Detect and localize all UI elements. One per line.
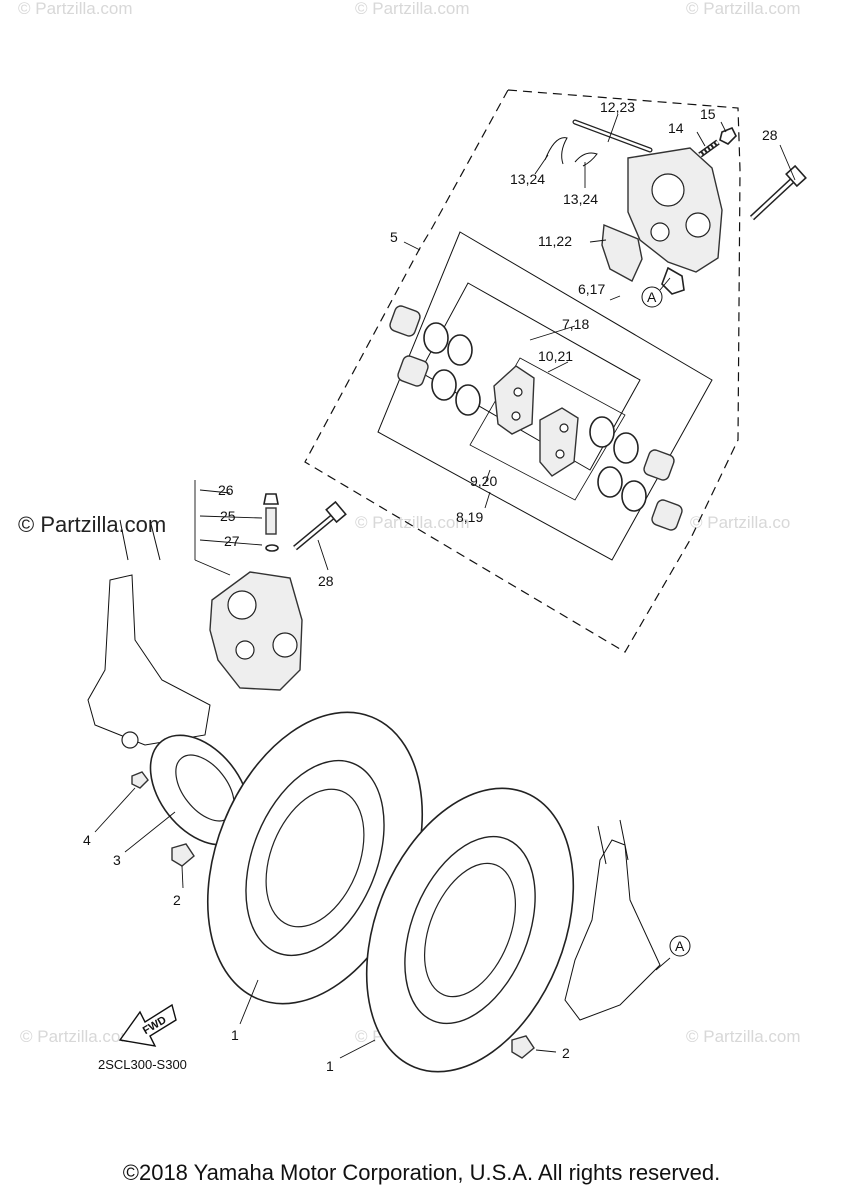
fork-leg bbox=[87, 574, 211, 746]
watermark: © Partzilla.com bbox=[686, 0, 801, 18]
callout-14: 14 bbox=[668, 120, 684, 136]
callout-12-23: 12,23 bbox=[600, 99, 635, 115]
callout-15: 15 bbox=[700, 106, 716, 122]
caliper-bolt bbox=[749, 164, 807, 221]
exploded-view-boundary bbox=[304, 89, 741, 653]
pad-set-box bbox=[469, 357, 626, 501]
callout-7-18: 7,18 bbox=[562, 316, 589, 332]
brake-disc-right bbox=[365, 787, 575, 1073]
bleeder-valve bbox=[265, 507, 277, 535]
pad-spring bbox=[601, 223, 643, 282]
callout-25: 25 bbox=[220, 508, 236, 524]
svg-text:A: A bbox=[675, 938, 685, 954]
caliper-upper bbox=[627, 147, 723, 295]
callout-27: 27 bbox=[224, 533, 240, 549]
bleed-cap bbox=[263, 493, 279, 505]
leader-lines bbox=[94, 113, 796, 1059]
callout-5: 5 bbox=[390, 229, 398, 245]
pin-clip bbox=[574, 152, 598, 167]
copyright-footer: ©2018 Yamaha Motor Corporation, U.S.A. A… bbox=[122, 1160, 721, 1185]
callout-2: 2 bbox=[562, 1045, 570, 1061]
watermark: © Partzilla.com bbox=[18, 0, 133, 18]
watermark: © Partzilla.co bbox=[690, 513, 790, 532]
reference-marker-a: A bbox=[641, 286, 663, 308]
callout-1: 1 bbox=[326, 1058, 334, 1074]
pistons-seals bbox=[389, 305, 683, 531]
watermark: © Partzilla.com bbox=[20, 1027, 135, 1046]
diagram-code: 2SCL300-S300 bbox=[98, 1057, 187, 1072]
disc-bolt bbox=[511, 1035, 535, 1059]
watermark: © Partzilla.com bbox=[355, 513, 470, 532]
rotor-bolt bbox=[131, 771, 149, 789]
callout-2: 2 bbox=[173, 892, 181, 908]
callout-9-20: 9,20 bbox=[470, 473, 497, 489]
caliper-bolt bbox=[293, 500, 347, 551]
callout-10-21: 10,21 bbox=[538, 348, 573, 364]
callout-28: 28 bbox=[318, 573, 334, 589]
bleed-cap bbox=[719, 126, 737, 145]
watermark: © Partzilla.com bbox=[355, 0, 470, 18]
callout-28: 28 bbox=[762, 127, 778, 143]
fork-tube bbox=[119, 519, 161, 561]
pin-clip bbox=[544, 137, 568, 165]
callout-4: 4 bbox=[83, 832, 91, 848]
caliper-pin bbox=[572, 119, 653, 153]
brake-pads bbox=[493, 365, 579, 477]
callout-8-19: 8,19 bbox=[456, 509, 483, 525]
callout-13-24: 13,24 bbox=[510, 171, 545, 187]
caliper-assembled bbox=[209, 571, 303, 691]
washer bbox=[265, 544, 279, 552]
callout-6-17: 6,17 bbox=[578, 281, 605, 297]
watermark: © Partzilla.com bbox=[686, 1027, 801, 1046]
watermark: © Partzilla.com bbox=[18, 512, 166, 537]
callout-13-24: 13,24 bbox=[563, 191, 598, 207]
callout-1: 1 bbox=[231, 1027, 239, 1043]
callout-26: 26 bbox=[218, 482, 234, 498]
bleed-screw bbox=[698, 139, 720, 158]
fork-tube-right bbox=[597, 819, 629, 865]
callout-3: 3 bbox=[113, 852, 121, 868]
svg-text:A: A bbox=[647, 289, 657, 305]
fork-leg-right bbox=[564, 839, 661, 1021]
callout-11-22: 11,22 bbox=[538, 233, 572, 249]
forward-arrow: FWD bbox=[118, 1003, 177, 1047]
disc-bolt bbox=[171, 843, 195, 867]
reference-marker-a: A bbox=[669, 935, 691, 957]
